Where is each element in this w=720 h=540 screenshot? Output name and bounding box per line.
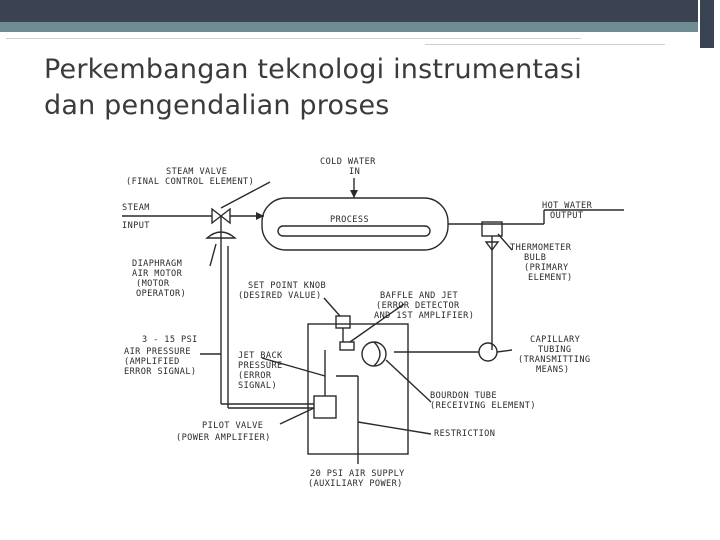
label-error-detector: (ERROR DETECTOR <box>376 301 460 311</box>
label-and-1st-amplifier: AND 1ST AMPLIFIER) <box>374 311 474 321</box>
diagram-svg: COLD WATER IN STEAM VALVE (FINAL CONTROL… <box>104 146 624 498</box>
label-pilot-valve: PILOT VALVE <box>202 421 263 431</box>
label-output: OUTPUT <box>550 211 583 221</box>
label-set-point-knob: SET POINT KNOB <box>248 281 326 291</box>
leader-baffle <box>349 303 405 343</box>
label-amplified: (AMPLIFIED <box>124 357 180 367</box>
label-power-amplifier: (POWER AMPLIFIER) <box>176 433 271 443</box>
cold-water-arrow <box>350 190 358 198</box>
label-bourdon-tube: BOURDON TUBE <box>430 391 497 401</box>
diagram-labels: COLD WATER IN STEAM VALVE (FINAL CONTROL… <box>122 157 593 489</box>
label-air-motor: AIR MOTOR <box>132 269 183 279</box>
baffle-jet <box>339 341 355 351</box>
leader-steam-valve <box>220 181 271 209</box>
label-capillary: CAPILLARY <box>530 335 581 345</box>
label-cold-water: COLD WATER <box>320 157 376 167</box>
label-signal: SIGNAL) <box>238 381 277 391</box>
bourdon-tube-curve <box>373 341 381 367</box>
leader-jet-back <box>261 357 326 377</box>
slide-title: Perkembangan teknologi instrumentasi dan… <box>44 52 694 124</box>
label-thermometer: THERMOMETER <box>510 243 572 253</box>
label-bulb: BULB <box>524 253 546 263</box>
label-means: MEANS) <box>536 365 569 375</box>
label-baffle-and-jet: BAFFLE AND JET <box>380 291 458 301</box>
label-receiving-element: (RECEIVING ELEMENT) <box>430 401 536 411</box>
slide-header-accent <box>0 22 720 32</box>
slide-title-line-1: Perkembangan teknologi instrumentasi <box>44 54 582 85</box>
label-process: PROCESS <box>330 215 369 225</box>
label-transmitting: (TRANSMITTING <box>518 355 590 365</box>
leader-bourdon <box>385 359 432 403</box>
steam-arrow <box>256 212 264 220</box>
label-20-psi-air-supply: 20 PSI AIR SUPPLY <box>310 469 405 479</box>
capillary-tail <box>496 349 513 353</box>
label-air-pressure: AIR PRESSURE <box>124 347 191 357</box>
label-error: (ERROR <box>238 371 272 381</box>
label-tubing: TUBING <box>538 345 571 355</box>
label-3-15-psi: 3 - 15 PSI <box>142 335 198 345</box>
label-restriction: RESTRICTION <box>434 429 495 439</box>
label-element: ELEMENT) <box>528 273 573 283</box>
label-motor: (MOTOR <box>136 279 170 289</box>
leader-restriction <box>357 421 432 435</box>
leader-diaphragm <box>209 243 217 267</box>
label-operator: OPERATOR) <box>136 289 186 299</box>
leader-thermometer <box>497 233 513 251</box>
process-coil <box>277 225 431 237</box>
label-steam: STEAM <box>122 203 150 213</box>
label-input: INPUT <box>122 221 150 231</box>
label-hot-water: HOT WATER <box>542 201 593 211</box>
label-diaphragm: DIAPHRAGM <box>132 259 182 269</box>
label-jet-back: JET BACK <box>238 351 283 361</box>
slide-header-notch-bar <box>700 0 714 48</box>
diagram-background <box>104 146 624 498</box>
leader-set-point <box>323 297 341 317</box>
label-steam-valve: STEAM VALVE <box>166 167 227 177</box>
label-final-control-element: (FINAL CONTROL ELEMENT) <box>126 177 254 187</box>
label-desired-value: (DESIRED VALUE) <box>238 291 322 301</box>
slide-title-line-2: dan pengendalian proses <box>44 90 390 121</box>
label-auxiliary-power: (AUXILIARY POWER) <box>308 479 403 489</box>
header-rule-2 <box>425 44 665 45</box>
label-in: IN <box>349 167 360 177</box>
steam-valve-symbol <box>211 207 231 225</box>
slide-header-bar <box>0 0 720 22</box>
pneumatic-control-diagram: COLD WATER IN STEAM VALVE (FINAL CONTROL… <box>104 146 624 498</box>
label-error-signal: ERROR SIGNAL) <box>124 367 196 377</box>
label-pressure: PRESSURE <box>238 361 283 371</box>
leader-pilot-valve <box>279 407 315 425</box>
label-primary: (PRIMARY <box>524 263 569 273</box>
header-rule <box>6 38 581 39</box>
thermometer-bulb-tip <box>484 241 500 252</box>
diaphragm-motor-symbol <box>205 231 237 239</box>
